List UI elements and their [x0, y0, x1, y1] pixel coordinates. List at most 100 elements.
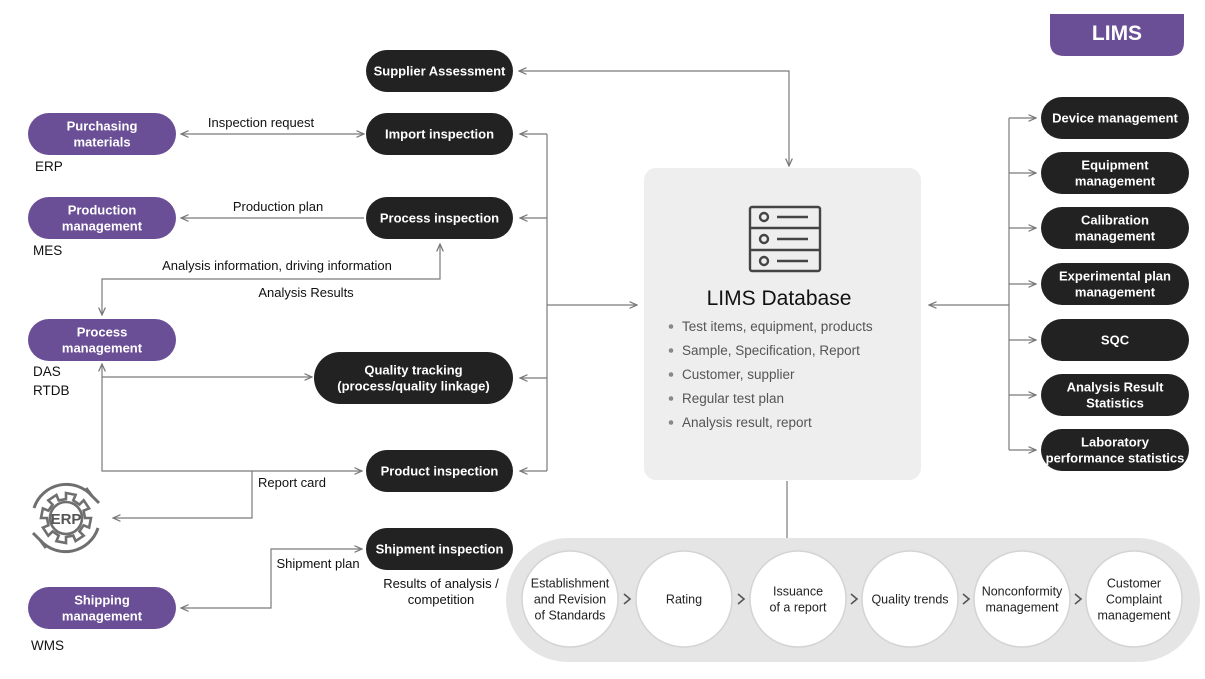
inspection-process[interactable]: Process inspection — [366, 197, 513, 239]
bullet-icon — [668, 348, 674, 353]
system-label: Purchasing — [67, 119, 138, 134]
bullet-icon — [668, 324, 674, 329]
inspection-pill[interactable] — [314, 352, 513, 404]
inspection-pill[interactable] — [366, 528, 513, 570]
system-pill[interactable] — [28, 197, 176, 239]
system-label: management — [62, 219, 143, 234]
chevron-right-icon — [1074, 593, 1083, 605]
module-pill[interactable] — [1041, 374, 1189, 416]
inspection-pill[interactable] — [366, 197, 513, 239]
database-item: Test items, equipment, products — [682, 319, 873, 334]
step-circle[interactable] — [973, 550, 1071, 648]
step-standards[interactable]: Establishment and Revision of Standards — [521, 550, 619, 648]
system-name: RTDB — [33, 383, 70, 398]
step-label: and Revision — [534, 593, 606, 607]
system-pill[interactable] — [28, 113, 176, 155]
step-label: Issuance — [773, 585, 823, 599]
database-item: Customer, supplier — [682, 367, 795, 382]
lims-database-panel — [644, 168, 921, 480]
system-label: management — [62, 341, 143, 356]
step-label: of Standards — [535, 609, 606, 623]
label-production-plan: Production plan — [233, 199, 323, 214]
module-device[interactable]: Device management — [1041, 97, 1189, 139]
inspection-quality[interactable]: Quality tracking(process/quality linkage… — [314, 352, 513, 404]
connector-process-quality — [102, 364, 362, 471]
module-pill[interactable] — [1041, 207, 1189, 249]
connector-supplier-db — [519, 71, 789, 166]
step-label: Nonconformity — [982, 585, 1063, 599]
system-pill[interactable] — [28, 319, 176, 361]
system-name: WMS — [31, 638, 64, 653]
inspection-label: Shipment inspection — [376, 542, 504, 557]
label-inspection-request: Inspection request — [208, 115, 315, 130]
step-circle[interactable] — [861, 550, 959, 648]
module-label: Experimental plan — [1059, 269, 1171, 284]
inspection-shipment[interactable]: Shipment inspection — [366, 528, 513, 570]
label-results-analysis-line: Results of analysis / — [383, 576, 499, 591]
step-label: Establishment — [531, 577, 610, 591]
module-label: Equipment — [1081, 158, 1149, 173]
system-label: Shipping — [74, 593, 130, 608]
label-analysis-info: Analysis information, driving informatio… — [162, 258, 392, 273]
step-label: management — [986, 601, 1059, 615]
connector-shipping-shipment — [181, 549, 362, 608]
step-circle[interactable] — [635, 550, 733, 648]
step-trends[interactable]: Quality trends — [861, 550, 959, 648]
chevron-right-icon — [962, 593, 971, 605]
module-pill[interactable] — [1041, 319, 1189, 361]
module-label: Laboratory — [1081, 435, 1150, 450]
database-title: LIMS Database — [707, 287, 852, 310]
step-circle[interactable] — [521, 550, 619, 648]
chevron-right-icon — [850, 593, 859, 605]
inspection-pill[interactable] — [366, 113, 513, 155]
module-label: performance statistics — [1046, 451, 1185, 466]
erp-icon-label: ERP — [51, 511, 82, 528]
left-systems: PurchasingmaterialsERPProductionmanageme… — [28, 113, 176, 653]
label-results-analysis: Results of analysis /competition — [383, 576, 499, 607]
inspection-supplier[interactable]: Supplier Assessment — [366, 50, 513, 92]
inspection-pill[interactable] — [366, 50, 513, 92]
step-label: Customer — [1107, 577, 1161, 591]
inspection-pill[interactable] — [366, 450, 513, 492]
database-item: Analysis result, report — [682, 415, 812, 430]
module-pill[interactable] — [1041, 97, 1189, 139]
bullet-icon — [668, 420, 674, 425]
inspection-label: Product inspection — [381, 464, 499, 479]
database-item: Regular test plan — [682, 391, 784, 406]
module-pill[interactable] — [1041, 152, 1189, 194]
module-label: SQC — [1101, 333, 1130, 348]
module-label: Device management — [1052, 111, 1178, 126]
system-label: Process — [77, 325, 128, 340]
step-label: Rating — [666, 593, 702, 607]
module-label: management — [1075, 229, 1156, 244]
chevron-right-icon — [737, 593, 746, 605]
system-label: materials — [73, 135, 130, 150]
gear-cycle-icon: ERP — [31, 482, 101, 554]
inspection-import[interactable]: Import inspection — [366, 113, 513, 155]
step-rating[interactable]: Rating — [635, 550, 733, 648]
module-sqc[interactable]: SQC — [1041, 319, 1189, 361]
system-pill[interactable] — [28, 587, 176, 629]
step-label: Quality trends — [871, 593, 948, 607]
step-circle[interactable] — [1085, 550, 1183, 648]
module-pill[interactable] — [1041, 263, 1189, 305]
right-modules: Device managementEquipmentmanagementCali… — [1041, 97, 1189, 471]
flow-labels: Inspection request Production plan Analy… — [162, 115, 499, 607]
chevron-right-icon — [623, 593, 632, 605]
inspection-product[interactable]: Product inspection — [366, 450, 513, 492]
step-circle[interactable] — [749, 550, 847, 648]
module-pill[interactable] — [1041, 429, 1189, 471]
step-nonconformity[interactable]: Nonconformity management — [973, 550, 1071, 648]
